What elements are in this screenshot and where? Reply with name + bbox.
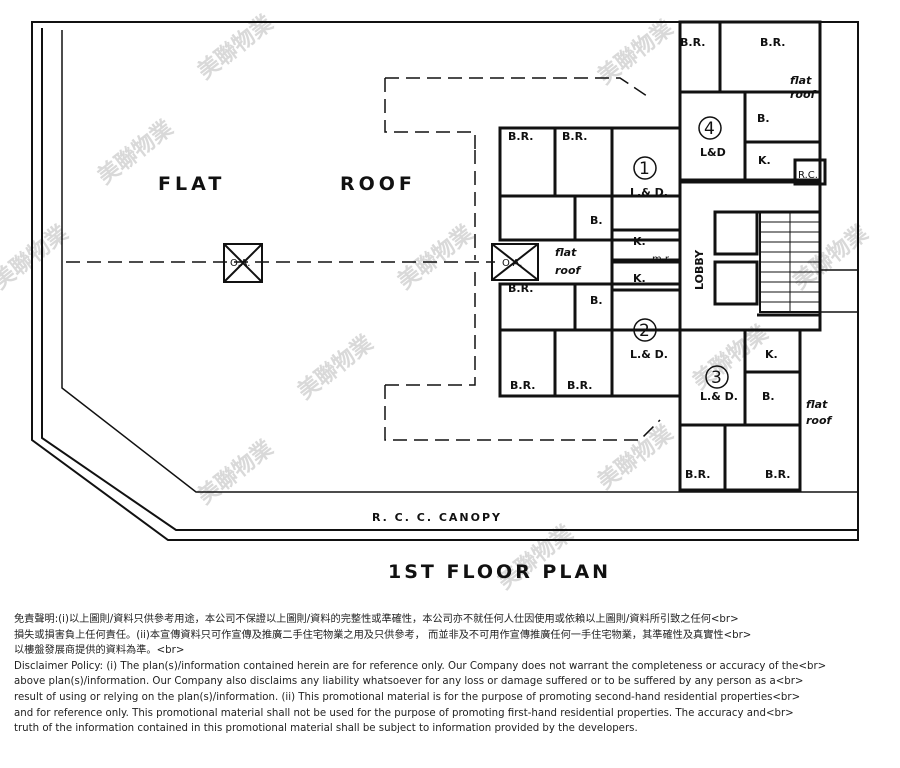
flat-roof-note-flat: flat xyxy=(555,246,577,259)
watermark: 美聯物業 xyxy=(593,419,679,494)
room-kitchen: K. xyxy=(758,154,771,167)
room-living-dining: L.& D. xyxy=(700,390,738,403)
room-rc: R.C. xyxy=(798,170,818,181)
lobby-label: LOBBY xyxy=(693,249,706,290)
room-bedroom: B.R. xyxy=(510,379,535,392)
open-area-markers xyxy=(223,243,539,283)
room-bedroom: B.R. xyxy=(680,36,705,49)
room-bath: B. xyxy=(757,112,770,125)
disclaimer-zh-line: 免責聲明:(i)以上圖則/資料只供參考用途，本公司不保證以上圖則/資料的完整性或… xyxy=(14,614,739,625)
watermark-group: 美聯物業 美聯物業 美聯物業 美聯物業 美聯物業 美聯物業 美聯物業 美聯物業 … xyxy=(0,9,874,594)
disclaimer-en-line: above plan(s)/information. Our Company a… xyxy=(14,676,804,688)
room-mr: m.r. xyxy=(652,254,671,265)
floor-plan: 美聯物業 美聯物業 美聯物業 美聯物業 美聯物業 美聯物業 美聯物業 美聯物業 … xyxy=(0,9,874,594)
room-bath: B. xyxy=(590,294,603,307)
room-bedroom: B.R. xyxy=(760,36,785,49)
room-bedroom: B.R. xyxy=(685,468,710,481)
disclaimer-zh-line: 以樓盤發展商提供的資料為準。<br> xyxy=(14,645,185,657)
disclaimer-en-line: Disclaimer Policy: (i) The plan(s)/infor… xyxy=(14,660,827,672)
room-living-dining: L.& D. xyxy=(630,186,668,199)
building-walls xyxy=(498,20,859,492)
unit-markers xyxy=(633,116,729,389)
room-bedroom: B.R. xyxy=(508,282,533,295)
room-living-dining: L.& D. xyxy=(630,348,668,361)
room-kitchen: K. xyxy=(633,235,646,248)
watermark: 美聯物業 xyxy=(193,434,279,509)
flat-roof-note-roof: roof xyxy=(790,88,817,101)
unit-2-number: 2 xyxy=(639,321,650,341)
disclaimer-en-line: and for reference only. This promotional… xyxy=(14,707,794,719)
flat-roof-note-flat: flat xyxy=(790,74,812,87)
flat-roof-note-roof: roof xyxy=(806,414,833,427)
watermark: 美聯物業 xyxy=(788,219,874,294)
flat-roof-label-flat: FLAT xyxy=(158,173,225,195)
flat-roof-note-flat: flat xyxy=(806,398,828,411)
flat-roof-label-roof: ROOF xyxy=(340,173,416,195)
disclaimer-en-line: truth of the information contained in th… xyxy=(14,723,638,735)
watermark: 美聯物業 xyxy=(193,9,279,84)
flat-roof-note-roof: roof xyxy=(555,264,582,277)
oa-label-right: O.A. xyxy=(502,258,523,269)
unit-4-number: 4 xyxy=(704,119,715,139)
disclaimer: 免責聲明:(i)以上圖則/資料只供參考用途，本公司不保證以上圖則/資料的完整性或… xyxy=(14,612,890,737)
disclaimer-zh-line: 損失或損害負上任何責任。(ii)本宣傳資料只可作宣傳及推廣二手住宅物業之用及只供… xyxy=(14,629,752,641)
watermark: 美聯物業 xyxy=(0,219,74,294)
room-bath: B. xyxy=(762,390,775,403)
room-bedroom: B.R. xyxy=(508,130,533,143)
disclaimer-en-line: result of using or relying on the plan(s… xyxy=(14,691,801,703)
room-bath: B. xyxy=(590,214,603,227)
oa-label-left: O.A. xyxy=(230,258,251,269)
watermark: 美聯物業 xyxy=(393,219,479,294)
stair-treads xyxy=(760,212,820,312)
plan-title: 1ST FLOOR PLAN xyxy=(388,561,611,583)
flat-roof-outline xyxy=(66,77,661,441)
room-bedroom: B.R. xyxy=(765,468,790,481)
watermark: 美聯物業 xyxy=(293,329,379,404)
canopy-label: R. C. C. CANOPY xyxy=(372,511,502,524)
unit-3-number: 3 xyxy=(711,368,722,388)
unit-1-number: 1 xyxy=(639,159,650,179)
site-boundary xyxy=(31,21,859,541)
room-living-dining: L&D xyxy=(700,146,726,159)
room-kitchen: K. xyxy=(765,348,778,361)
room-bedroom: B.R. xyxy=(567,379,592,392)
room-kitchen: K. xyxy=(633,272,646,285)
room-bedroom: B.R. xyxy=(562,130,587,143)
